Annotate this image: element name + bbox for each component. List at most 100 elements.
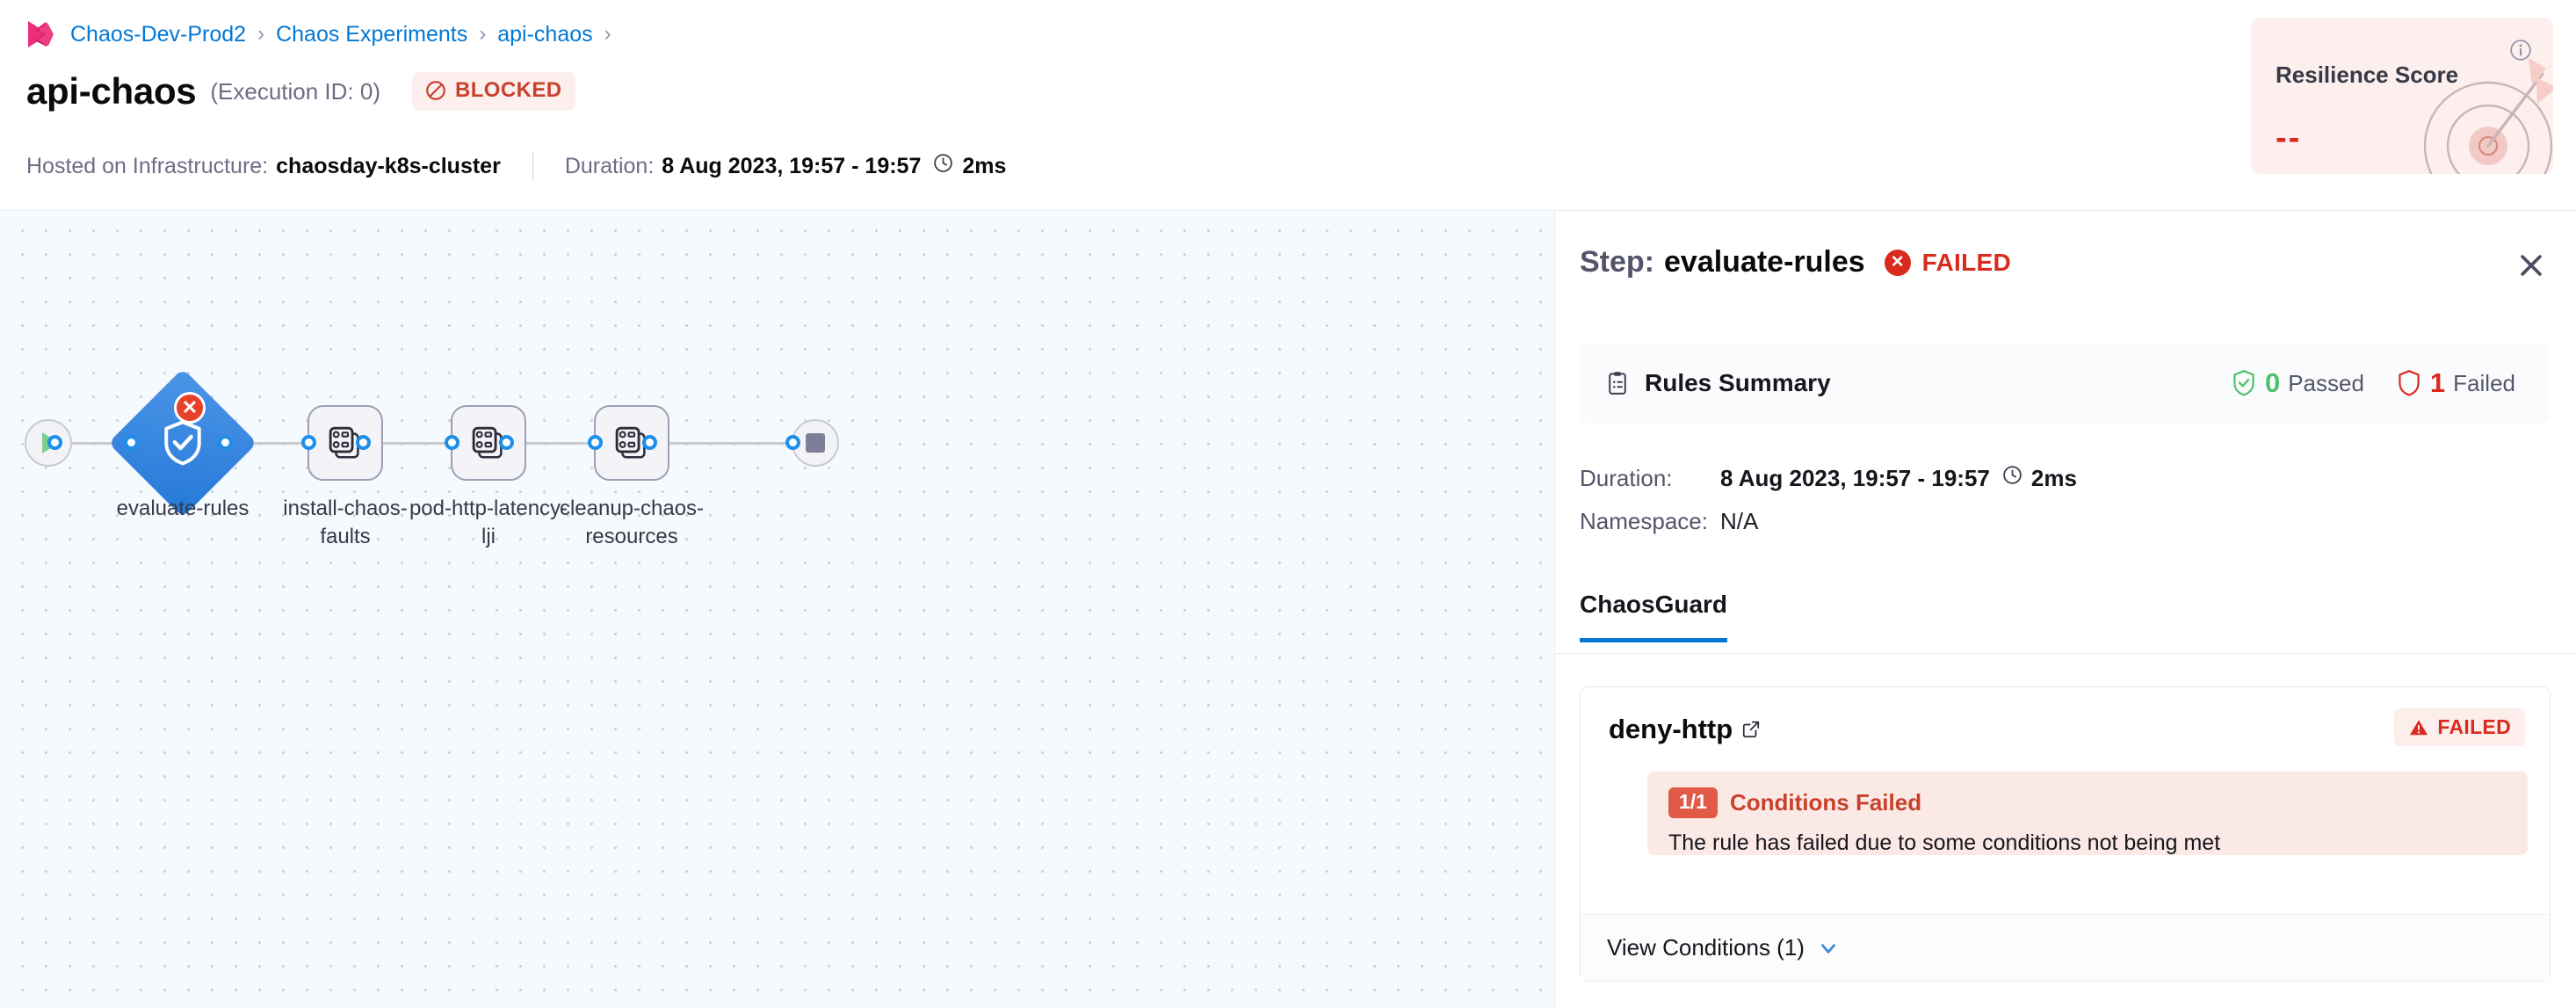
detail-value-duration: 8 Aug 2023, 19:57 - 19:57 2ms — [1720, 464, 2077, 492]
rule-card-deny-http: deny-http FAILED 1/1 Conditions Failed T… — [1580, 686, 2551, 982]
conditions-failed-header: 1/1 Conditions Failed — [1668, 787, 2507, 818]
rule-header: deny-http — [1609, 714, 1761, 745]
chaos-faults-icon — [615, 426, 646, 459]
rules-passed-count: 0 — [2264, 367, 2281, 398]
step-details-panel: Step: evaluate-rules ✕ FAILED Rules Summ… — [1554, 212, 2576, 1008]
meta-row: Hosted on Infrastructure: chaosday-k8s-c… — [26, 151, 1006, 181]
node-install-chaos-faults[interactable] — [308, 405, 383, 481]
node-label-line-1: cleanup-chaos- — [559, 497, 705, 520]
external-link-icon[interactable] — [1741, 720, 1761, 739]
node-pod-http-latency-lji-label: pod-http-latency- lji — [374, 495, 603, 550]
detail-value-namespace: N/A — [1720, 508, 1759, 534]
edge-evaluate-to-install — [224, 442, 308, 445]
start-node-port[interactable] — [47, 435, 62, 450]
edge-install-to-pod — [362, 442, 474, 445]
status-badge: BLOCKED — [412, 72, 576, 111]
detail-row-duration: Duration: 8 Aug 2023, 19:57 - 19:57 2ms — [1580, 464, 2458, 492]
shield-check-green-icon — [2233, 370, 2254, 396]
breadcrumb-separator: › — [479, 22, 487, 46]
view-conditions-label: View Conditions (1) — [1607, 934, 1805, 961]
breadcrumb-separator: › — [257, 22, 265, 46]
duration-elapsed: 2ms — [962, 153, 1007, 178]
node-install-port-in[interactable] — [301, 435, 316, 450]
duration-value: 8 Aug 2023, 19:57 - 19:57 — [662, 153, 922, 178]
error-x-circle-icon: ✕ — [1884, 249, 1911, 276]
infrastructure-label: Hosted on Infrastructure: — [26, 153, 269, 178]
chevron-down-icon — [1817, 937, 1840, 960]
rules-failed-stat: 1 Failed — [2396, 367, 2515, 399]
conditions-count-badge: 1/1 — [1668, 787, 1718, 818]
node-install-chaos-faults-label: install-chaos- faults — [231, 495, 459, 550]
tab-chaosguard[interactable]: ChaosGuard — [1580, 591, 1728, 642]
node-cleanup-chaos-resources-label: cleanup-chaos- resources — [517, 495, 746, 550]
detail-key-duration: Duration: — [1580, 464, 1673, 491]
rules-passed-label: Passed — [2288, 369, 2364, 396]
node-label-line-2: lji — [481, 524, 496, 548]
breadcrumb: Chaos-Dev-Prod2 › Chaos Experiments › ap… — [26, 19, 623, 49]
node-cleanup-port-in[interactable] — [588, 435, 603, 450]
node-evaluate-rules-port-out[interactable] — [218, 435, 233, 450]
resilience-score-value: -- — [2276, 120, 2302, 156]
node-label-line-2: resources — [585, 524, 678, 548]
node-evaluate-rules-icon-wrap — [130, 390, 235, 496]
chaos-faults-icon — [472, 426, 503, 459]
conditions-failed-box: 1/1 Conditions Failed The rule has faile… — [1647, 772, 2528, 855]
meta-divider — [532, 151, 533, 181]
panel-tabs: ChaosGuard — [1555, 584, 2576, 654]
duration-label: Duration: — [564, 153, 655, 178]
step-detail-rows: Duration: 8 Aug 2023, 19:57 - 19:57 2ms … — [1580, 464, 2458, 551]
detail-duration-range: 8 Aug 2023, 19:57 - 19:57 — [1720, 464, 1990, 491]
clipboard-icon — [1609, 372, 1626, 395]
breadcrumb-item-2[interactable]: api-chaos — [497, 21, 593, 47]
target-dart-icon — [2423, 58, 2553, 174]
node-pod-http-latency-lji[interactable] — [451, 405, 526, 481]
detail-duration-elapsed: 2ms — [2030, 464, 2077, 491]
node-pod-port-out[interactable] — [499, 435, 514, 450]
error-x-icon: ✕ — [174, 392, 206, 424]
panel-header: Step: evaluate-rules ✕ FAILED — [1555, 212, 2576, 324]
view-conditions-toggle[interactable]: View Conditions (1) — [1581, 914, 2550, 981]
clock-icon — [932, 152, 954, 180]
close-icon[interactable] — [2513, 247, 2550, 284]
rule-status-badge: FAILED — [2394, 708, 2525, 746]
rules-summary-card: Rules Summary 0 Passed 1 Failed — [1580, 344, 2551, 423]
node-cleanup-chaos-resources[interactable] — [594, 405, 669, 481]
infrastructure-value: chaosday-k8s-cluster — [276, 153, 501, 178]
rules-failed-count: 1 — [2429, 367, 2446, 398]
blocked-circle-icon — [426, 81, 445, 100]
detail-key-namespace: Namespace: — [1580, 508, 1708, 534]
page-header: Chaos-Dev-Prod2 › Chaos Experiments › ap… — [0, 0, 2576, 211]
breadcrumb-item-0[interactable]: Chaos-Dev-Prod2 — [70, 21, 247, 47]
shield-check-icon — [164, 420, 201, 466]
node-evaluate-rules-label: evaluate-rules — [116, 497, 250, 520]
rules-summary-title: Rules Summary — [1645, 369, 1831, 396]
warning-triangle-icon — [2410, 719, 2428, 735]
node-cleanup-port-out[interactable] — [642, 435, 657, 450]
conditions-failed-message: The rule has failed due to some conditio… — [1668, 830, 2221, 855]
resilience-score-card: Resilience Score -- — [2251, 18, 2553, 174]
panel-title-prefix: Step: — [1580, 245, 1654, 279]
execution-id: (Execution ID: 0) — [210, 77, 380, 105]
end-node-port[interactable] — [785, 435, 800, 450]
pipeline-canvas[interactable]: ✕ evaluate-rules install-chaos- faults — [0, 212, 1553, 1008]
harness-logo-icon — [28, 21, 54, 47]
node-install-port-out[interactable] — [356, 435, 371, 450]
clock-icon — [2001, 464, 2023, 492]
breadcrumb-item-1[interactable]: Chaos Experiments — [276, 21, 468, 47]
node-label-line-2: faults — [320, 524, 371, 548]
shield-red-icon — [2399, 370, 2420, 396]
node-pod-port-in[interactable] — [445, 435, 459, 450]
panel-step-name: evaluate-rules — [1664, 245, 1865, 279]
rule-status-label: FAILED — [2437, 715, 2511, 738]
stop-icon — [806, 433, 825, 453]
chaos-faults-icon — [329, 426, 359, 459]
info-icon[interactable] — [2509, 39, 2532, 62]
detail-row-namespace: Namespace: N/A — [1580, 508, 2458, 535]
panel-title: Step: evaluate-rules ✕ FAILED — [1580, 245, 2011, 279]
node-evaluate-rules-port-in[interactable] — [124, 435, 139, 450]
edge-start-to-evaluate — [54, 442, 153, 445]
title-row: api-chaos (Execution ID: 0) BLOCKED — [26, 70, 576, 112]
rules-failed-label: Failed — [2453, 369, 2515, 396]
node-label-line-1: pod-http-latency- — [409, 497, 568, 520]
panel-status-label: FAILED — [1921, 248, 2012, 276]
